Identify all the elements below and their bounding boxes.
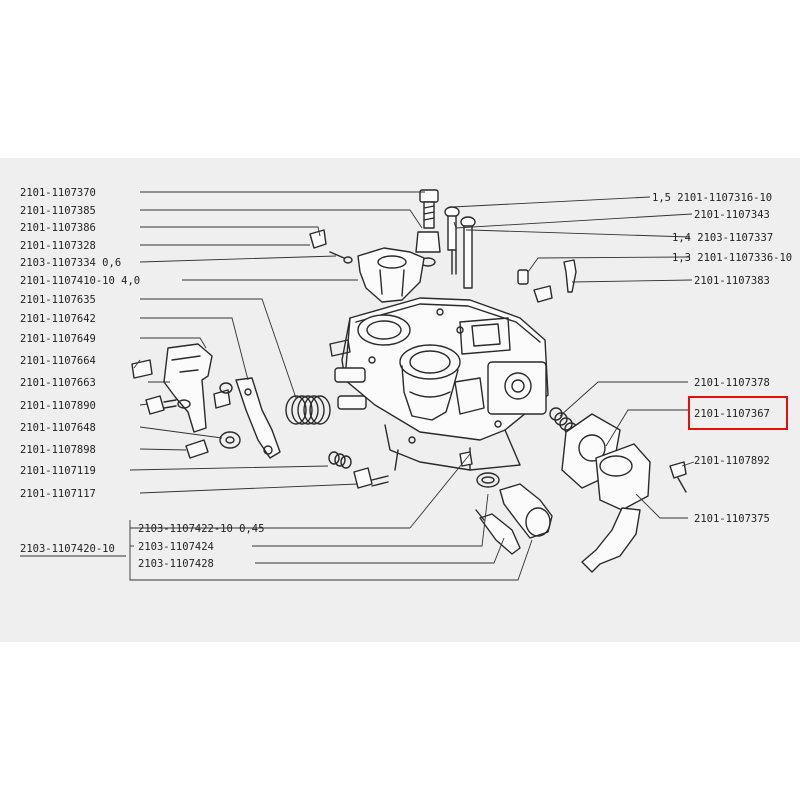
- part-label-left-8: 2101-1107649: [20, 333, 96, 345]
- bottom-parts: [328, 451, 553, 555]
- labels-left: 2101-1107370 2101-1107385 2101-1107386 2101…: [20, 187, 140, 500]
- part-label-left-15: 2101-1107117: [20, 488, 96, 500]
- part-label-left-11: 2101-1107890: [20, 400, 96, 412]
- part-label-right-1: 2101-1107343: [694, 209, 770, 221]
- part-label-bottom-1: 2103-1107424: [138, 541, 214, 553]
- part-label-left-7: 2101-1107642: [20, 313, 96, 325]
- left-linkage: [131, 343, 281, 459]
- part-label-bottom-0: 2103-1107422-10 0,45: [138, 523, 264, 535]
- part-label-left-14: 2101-1107119: [20, 465, 96, 477]
- part-label-left-1: 2101-1107385: [20, 205, 96, 217]
- intake-part: [357, 247, 425, 303]
- labels-right: 1,5 2101-1107316-10 2101-1107343 1,4 2103-…: [652, 192, 792, 525]
- part-label-left-0: 2101-1107370: [20, 187, 96, 199]
- part-label-right-3: 1,3 2101-1107336-10: [672, 252, 792, 264]
- leader-lines: [129, 191, 695, 581]
- part-label-right-7: 2101-1107892: [694, 455, 770, 467]
- diaphragm-group: [549, 407, 687, 573]
- top-jets: [309, 189, 577, 303]
- part-label-right-8: 2101-1107375: [694, 513, 770, 525]
- part-label-left-4: 2103-1107334 0,6: [20, 257, 121, 269]
- part-label-right-2: 1,4 2103-1107337: [672, 232, 773, 244]
- spring-left: [285, 395, 331, 425]
- part-label-left-10: 2101-1107663: [20, 377, 96, 389]
- part-label-left-12: 2101-1107648: [20, 422, 96, 434]
- part-label-right-4: 2101-1107383: [694, 275, 770, 287]
- labels-bottom: 2103-1107422-10 0,45 2103-1107424 2103-110…: [138, 523, 264, 570]
- part-label-right-6: 2101-1107367: [694, 408, 770, 420]
- part-label-right-0: 1,5 2101-1107316-10: [652, 192, 772, 204]
- part-label-left-13: 2101-1107898: [20, 444, 96, 456]
- part-label-left-9: 2101-1107664: [20, 355, 96, 367]
- part-label-right-5: 2101-1107378: [694, 377, 770, 389]
- carburetor-body: [329, 297, 549, 471]
- highlight-box: [688, 396, 788, 430]
- part-label-left-6: 2101-1107635: [20, 294, 96, 306]
- group-label: 2103-1107420-10: [20, 543, 115, 555]
- part-label-left-3: 2101-1107328: [20, 240, 96, 252]
- part-label-left-5: 2101-1107410-10 4,0: [20, 275, 140, 287]
- part-label-left-2: 2101-1107386: [20, 222, 96, 234]
- part-label-bottom-2: 2103-1107428: [138, 558, 214, 570]
